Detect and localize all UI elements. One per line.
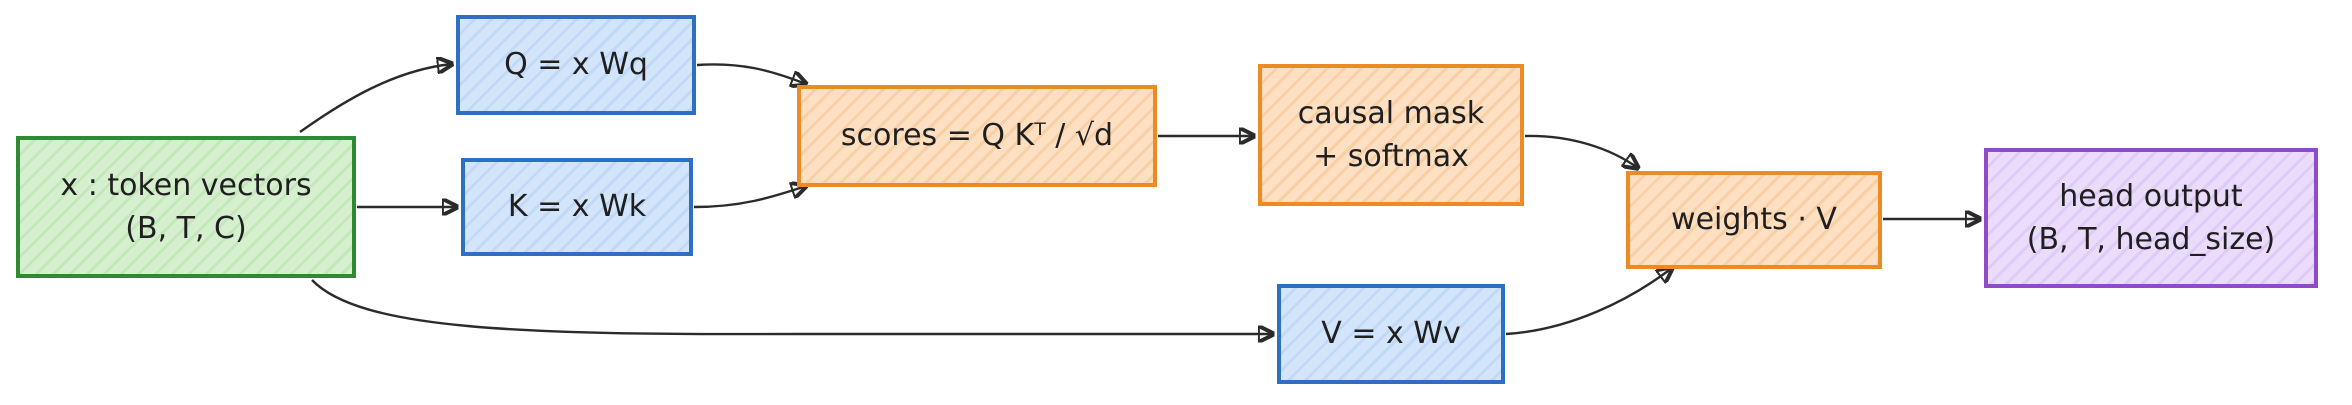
node-causal-mask-line1: causal mask bbox=[1297, 95, 1485, 131]
node-head-output: head output (B, T, head_size) bbox=[1984, 148, 2318, 288]
node-causal-mask-softmax: causal mask + softmax bbox=[1258, 64, 1524, 206]
edge-x-to-q bbox=[299, 64, 452, 133]
node-weights-label: weights · V bbox=[1671, 202, 1837, 238]
edge-v-to-weights bbox=[1505, 268, 1672, 336]
node-scores-label: scores = Q Kᵀ / √d bbox=[840, 118, 1114, 154]
node-causal-mask-line2: + softmax bbox=[1313, 139, 1469, 174]
node-input-x-line1: x : token vectors bbox=[60, 167, 312, 203]
node-q-projection-label: Q = x Wq bbox=[504, 47, 648, 83]
node-k-projection: K = x Wk bbox=[461, 158, 693, 256]
edge-mask-to-weights bbox=[1524, 134, 1638, 168]
node-input-x-line2: (B, T, C) bbox=[125, 211, 247, 246]
node-input-x: x : token vectors (B, T, C) bbox=[16, 136, 356, 278]
node-head-output-line1: head output bbox=[2059, 178, 2243, 214]
node-scores: scores = Q Kᵀ / √d bbox=[797, 85, 1157, 187]
node-k-projection-label: K = x Wk bbox=[507, 189, 647, 225]
node-q-projection: Q = x Wq bbox=[456, 15, 696, 115]
node-weights-times-v: weights · V bbox=[1626, 171, 1882, 269]
node-head-output-line2: (B, T, head_size) bbox=[2026, 222, 2276, 257]
edge-k-to-scores bbox=[693, 186, 806, 209]
node-v-projection-label: V = x Wv bbox=[1321, 316, 1461, 352]
node-v-projection: V = x Wv bbox=[1277, 284, 1505, 384]
edge-x-to-v bbox=[311, 279, 1273, 334]
edge-q-to-scores bbox=[696, 63, 806, 84]
